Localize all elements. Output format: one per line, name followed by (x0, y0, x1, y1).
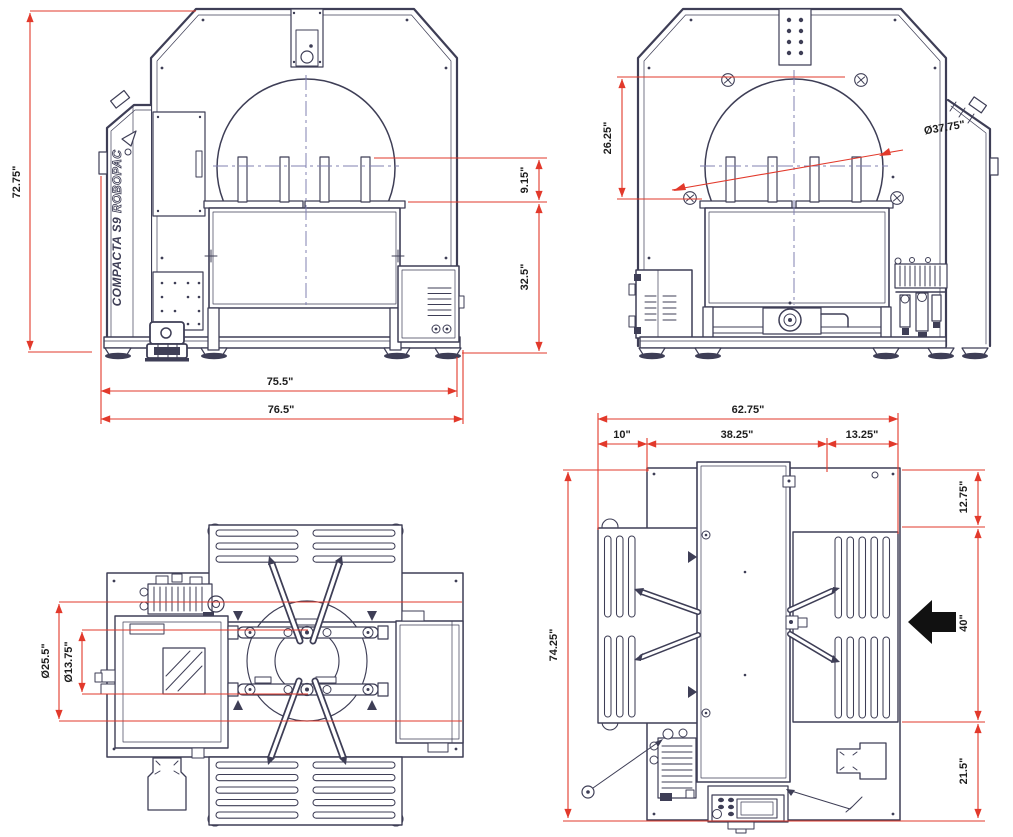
dim-outer-diameter: Ø25.5" (40, 643, 52, 678)
machine-brand-label: COMPACTA S9ROBOPAC (110, 150, 124, 307)
tower-side-port (98, 151, 108, 175)
fan-cabinet (628, 269, 693, 339)
machine-column-plan (688, 461, 808, 783)
dim-ring-to-table: 9.15" (519, 167, 531, 194)
dim-overall-width-plan: 62.75" (732, 404, 765, 416)
plan-overall-dimensions: 62.75" 10" 38.25" 13.25" 74.25" 12.75" 4… (548, 404, 985, 822)
dim-front-section: 21.5" (958, 758, 970, 785)
film-feed-pump (145, 321, 189, 362)
dim-ring-top-to-table: 26.25" (602, 122, 614, 155)
tower-handle (989, 157, 999, 176)
dim-rear-section: 12.75" (958, 481, 970, 514)
front-slotted-platform (208, 756, 403, 826)
plan-view-machine: Ø25.5" Ø13.75" (40, 523, 464, 827)
dim-frame-width: 75.5" (267, 376, 294, 388)
top-mast-bracket (290, 8, 324, 68)
centerlines-rear (700, 70, 888, 305)
electrical-door-panel (152, 111, 206, 217)
centerlines (213, 75, 399, 308)
lower-clamp-bar (227, 676, 389, 697)
dim-overall-width: 76.5" (268, 404, 295, 416)
dim-right-section: 13.25" (846, 429, 879, 441)
control-cabinet (397, 265, 465, 343)
side-conveyor-plan (395, 610, 464, 753)
leader-callouts (581, 739, 863, 813)
base-rail-rear (638, 336, 989, 360)
ring-drive-motor (762, 301, 849, 335)
clamp-markers (233, 611, 377, 710)
guide-arms-plan (634, 587, 840, 663)
front-dimensions: 72.75" 9.15" 32.5" 75.5" 76.5" (11, 10, 547, 424)
dim-overall-height: 72.75" (11, 166, 23, 199)
ring-rollers (237, 156, 371, 203)
dim-inner-diameter: Ø13.75" (63, 641, 75, 682)
pneumatic-manifold (894, 257, 948, 339)
dim-load-width: 40" (958, 614, 970, 631)
foot-pedal-overall (836, 742, 887, 780)
plan-view-overall: 62.75" 10" 38.25" 13.25" 74.25" 12.75" 4… (548, 404, 985, 834)
dim-overall-depth: 74.25" (548, 629, 560, 662)
rear-slotted-platform (208, 524, 403, 623)
dim-center-section: 38.25" (721, 429, 754, 441)
load-direction-arrow-icon (908, 600, 956, 644)
perforated-panel (152, 271, 204, 331)
load-table-rear (699, 200, 894, 351)
load-table (203, 200, 406, 351)
pneumatic-block-plan (649, 728, 697, 801)
control-panel-plan (707, 785, 789, 834)
robopac-logo-icon (121, 130, 137, 147)
plan-machine-dimensions: Ø25.5" Ø13.75" (40, 601, 462, 722)
dim-left-section: 10" (613, 429, 630, 441)
film-carriage-tower-rear (946, 96, 999, 348)
front-elevation-view: COMPACTA S9ROBOPAC (11, 7, 547, 424)
top-mast-bracket-rear (778, 8, 812, 66)
film-carriage-plan (94, 615, 229, 759)
foot-pedal-plan (147, 757, 187, 811)
dim-table-height: 32.5" (519, 264, 531, 291)
right-slotted-platform (792, 531, 899, 723)
rear-dimensions: 26.25" Ø37.75" (602, 76, 966, 200)
film-carriage-tower: COMPACTA S9ROBOPAC (98, 89, 153, 348)
rear-elevation-view: 26.25" Ø37.75" (602, 7, 999, 360)
film-feed-gearbox (139, 573, 225, 618)
left-slotted-platform (597, 527, 703, 724)
